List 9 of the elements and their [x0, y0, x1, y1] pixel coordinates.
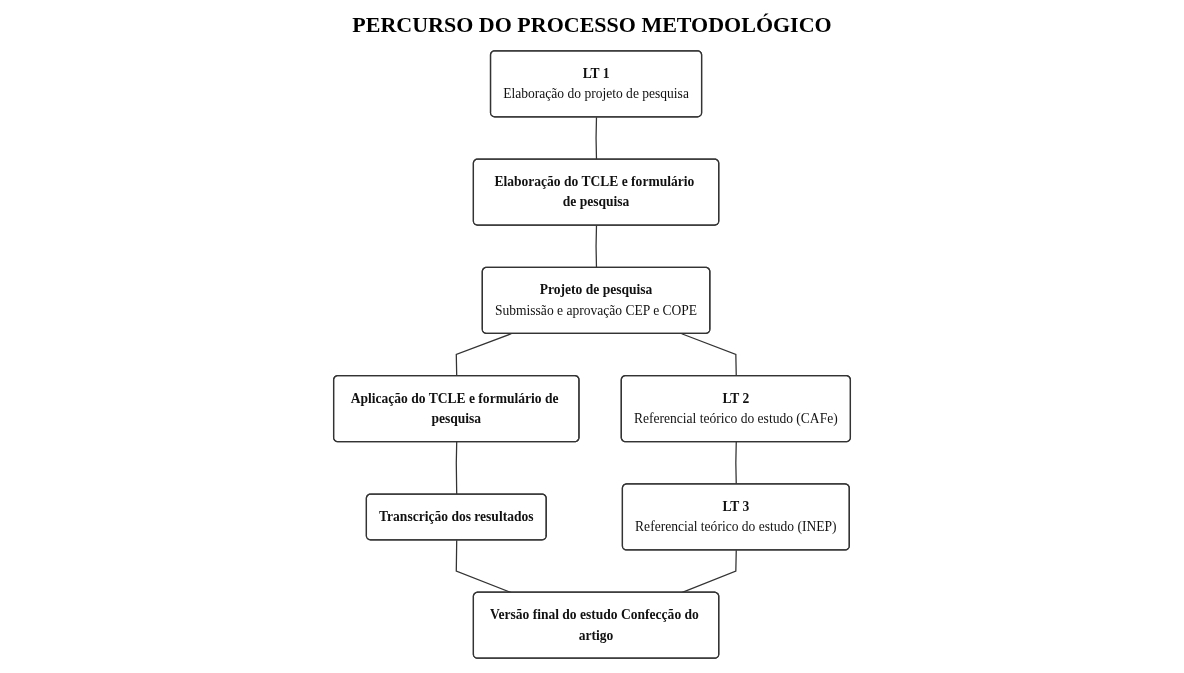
connector	[455, 333, 512, 377]
connector	[595, 116, 598, 161]
connector	[595, 224, 598, 269]
connector	[681, 549, 737, 594]
diagram-title: PERCURSO DO PROCESSO METODOLÓGICO	[352, 12, 832, 38]
connector	[681, 333, 737, 377]
connector	[455, 441, 458, 496]
connector	[735, 441, 737, 485]
connector	[455, 539, 512, 594]
